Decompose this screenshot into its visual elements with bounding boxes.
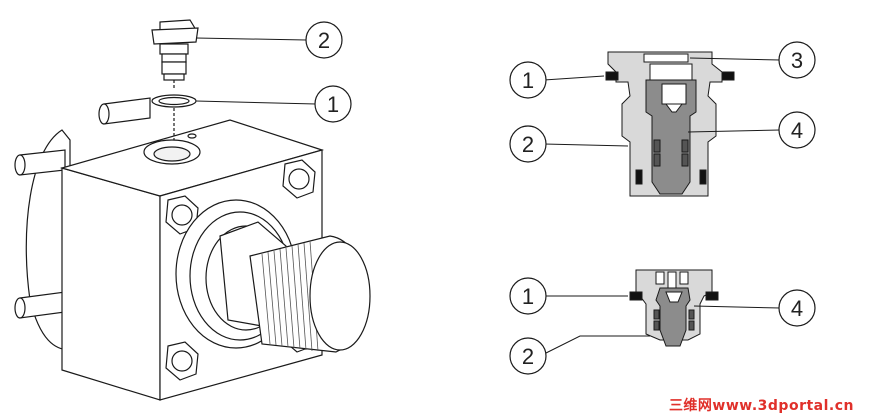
bottom-cross-section <box>629 269 719 347</box>
callout-iso-valve: 2 <box>305 21 343 59</box>
top-o-ring-left <box>605 71 619 81</box>
tie-rod-left-top <box>19 149 66 176</box>
rod-end-face <box>309 241 371 351</box>
top-o-ring-right <box>721 71 735 81</box>
bottom-o-ring-right <box>705 291 719 301</box>
top-seat <box>643 53 689 63</box>
bottom-poppet <box>655 287 691 347</box>
callout-label: 4 <box>791 296 803 321</box>
hex-bolt-top-right <box>282 159 316 199</box>
callout-top-poppet: 4 <box>778 111 816 149</box>
top-cross-section <box>605 51 735 197</box>
block-front-face <box>61 167 161 401</box>
top-leaders <box>543 57 781 147</box>
callout-bottom-poppet: 4 <box>778 289 816 327</box>
tie-rod-top <box>103 97 151 125</box>
bottom-leaders <box>543 295 781 355</box>
watermark: 三维网www.3dportal.cn <box>668 398 854 414</box>
top-spring <box>653 139 689 167</box>
callout-top-o-ring: 1 <box>509 61 547 99</box>
exploded-o-ring <box>151 94 197 140</box>
bottom-o-ring-left <box>629 291 643 301</box>
callout-bottom-o-ring: 1 <box>509 277 547 315</box>
iso-leaders <box>195 37 317 105</box>
hex-bolt-top-left <box>165 195 199 235</box>
callout-label: 2 <box>522 132 534 157</box>
callout-label: 2 <box>318 28 330 53</box>
callout-iso-ring: 1 <box>314 85 352 123</box>
callout-label: 4 <box>791 118 803 143</box>
isometric-assembly <box>14 19 371 401</box>
bottom-spring <box>653 309 695 331</box>
callout-bottom-body: 2 <box>509 337 547 375</box>
callout-label: 1 <box>522 68 534 93</box>
exploded-cartridge <box>151 19 199 90</box>
callout-label: 1 <box>522 284 534 309</box>
hex-bolt-bottom-left <box>165 341 199 381</box>
callout-label: 2 <box>522 344 534 369</box>
callout-top-body: 2 <box>509 125 547 163</box>
callout-label: 3 <box>791 48 803 73</box>
callout-label: 1 <box>327 92 339 117</box>
callout-top-seat: 3 <box>778 41 816 79</box>
